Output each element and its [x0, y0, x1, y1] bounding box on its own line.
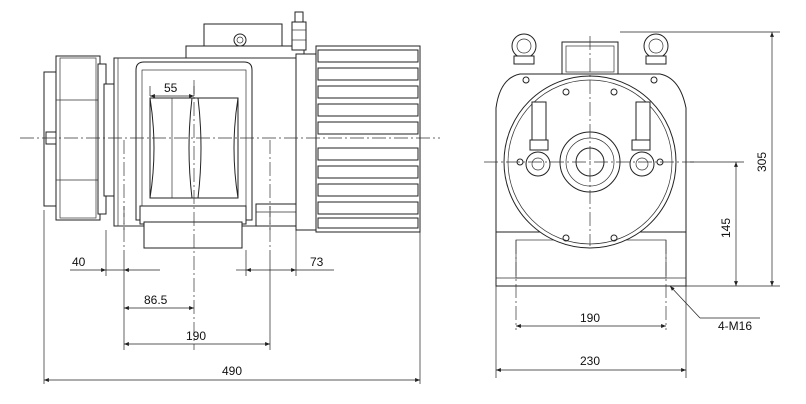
dim-145: 145 [719, 218, 733, 238]
brake-arm-left [525, 101, 551, 177]
lifting-eye-right [643, 33, 669, 65]
brake-arm-right [629, 101, 655, 177]
lifting-eye-left [511, 33, 537, 65]
main-body [113, 53, 329, 249]
dim-40: 40 [72, 255, 86, 269]
front-view: 305 145 190 230 4-M16 [484, 31, 780, 378]
cooling-fins [317, 49, 419, 229]
dim-190-side: 190 [186, 329, 206, 343]
side-view: 55 40 73 86.5 190 490 [20, 11, 440, 384]
dim-490: 490 [222, 364, 242, 378]
motor [315, 45, 421, 233]
bolt-spec-label: 4-M16 [718, 319, 752, 333]
dim-55: 55 [164, 81, 178, 95]
dim-190-front: 190 [580, 311, 600, 325]
dim-86-5: 86.5 [144, 293, 168, 307]
gearbox-housing [185, 11, 307, 59]
dim-305: 305 [755, 152, 769, 172]
dim-230: 230 [580, 354, 600, 368]
dim-73: 73 [310, 255, 324, 269]
